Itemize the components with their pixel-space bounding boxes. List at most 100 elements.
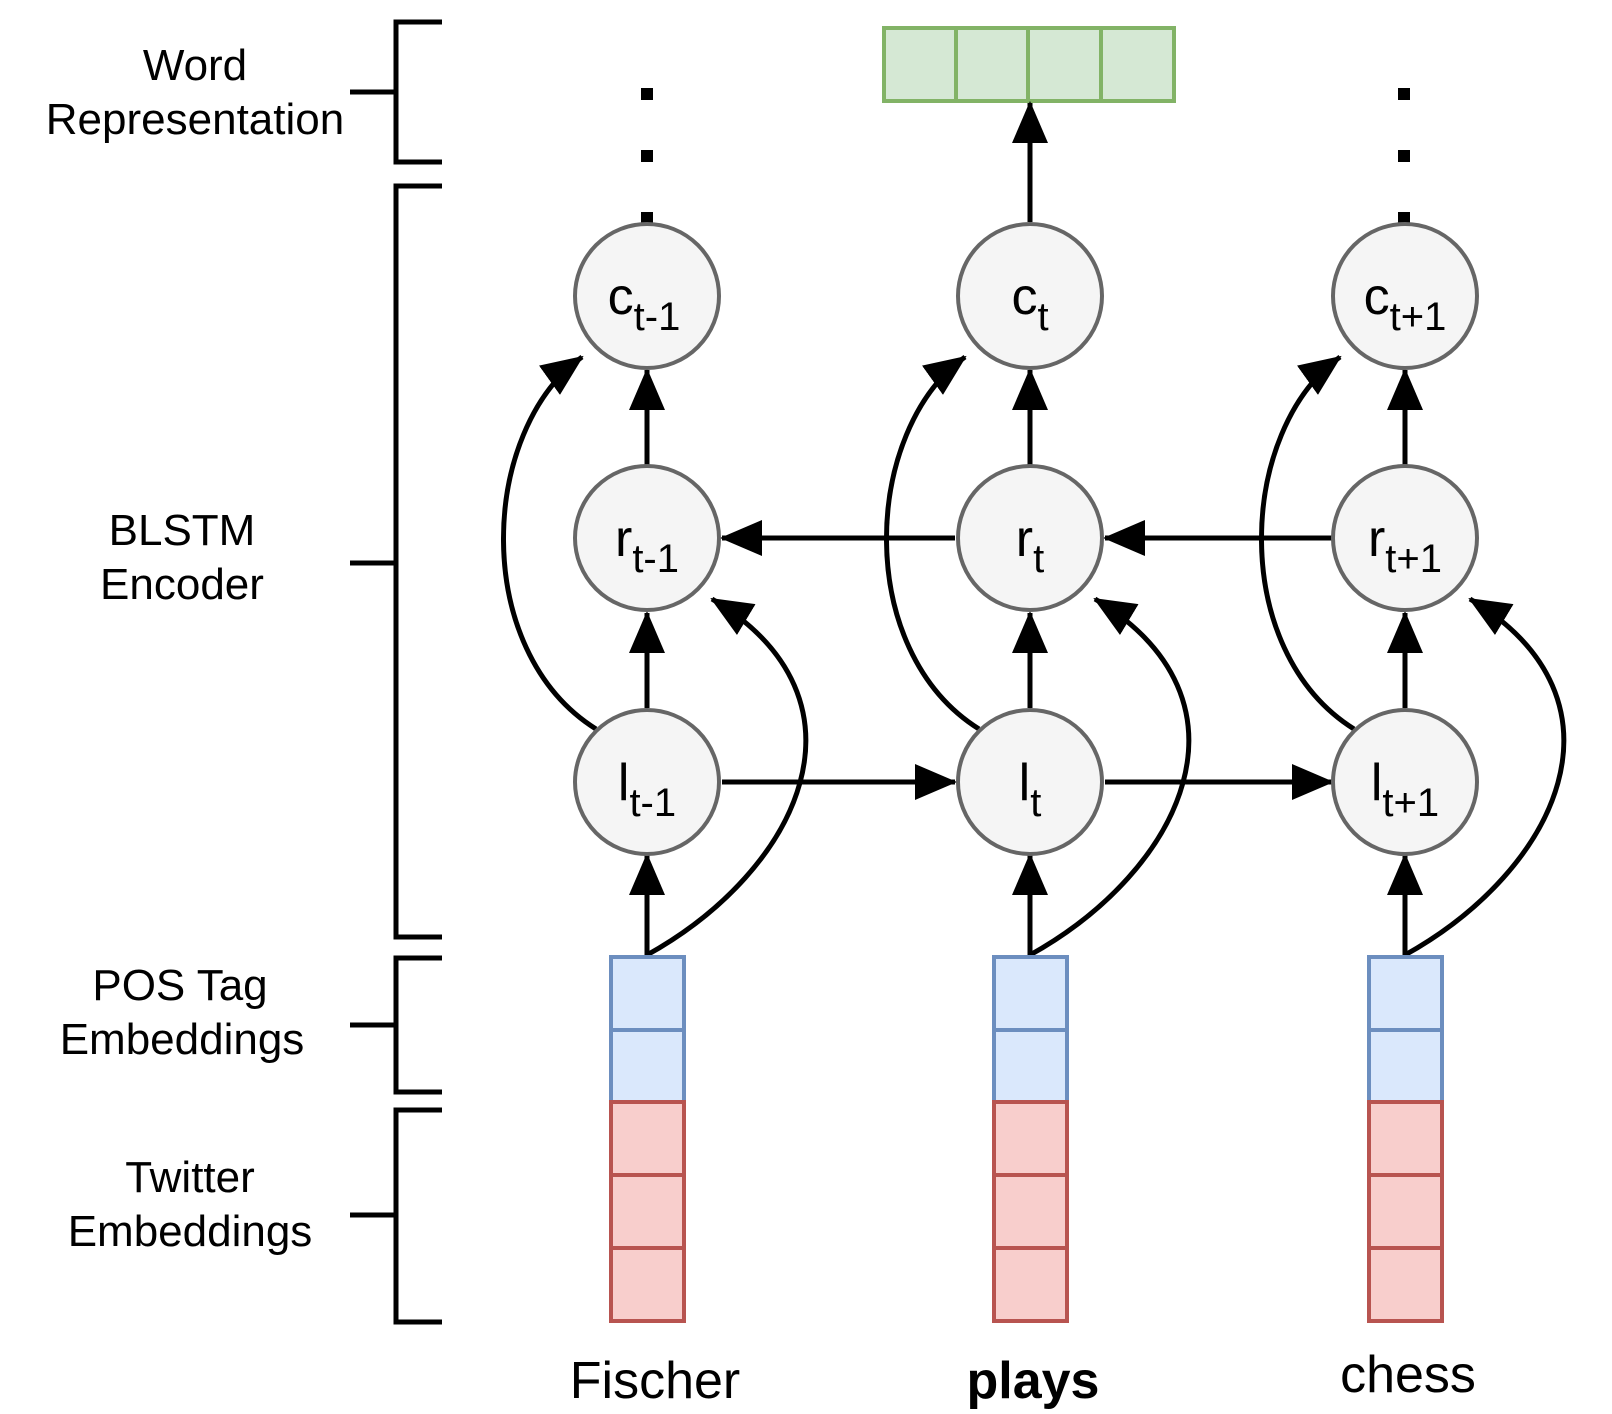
node-c-t-minus-1: ct-1 xyxy=(573,222,721,370)
node-subscript: t-1 xyxy=(629,781,676,825)
node-main: l xyxy=(1371,754,1383,812)
dot xyxy=(641,88,653,100)
svg-text:lt-1: lt-1 xyxy=(618,754,676,825)
word-representation-label-line1: Word xyxy=(143,41,247,90)
edge-l-prev-to-c-prev xyxy=(501,354,598,732)
svg-text:ct+1: ct+1 xyxy=(1364,268,1447,339)
twitter-cell xyxy=(1367,1100,1444,1177)
node-subscript: t+1 xyxy=(1390,295,1447,339)
dot xyxy=(1398,212,1410,224)
node-l-t-minus-1: lt-1 xyxy=(573,708,721,856)
node-subscript: t-1 xyxy=(634,295,681,339)
node-circle xyxy=(1331,708,1479,856)
pos-bracket xyxy=(350,955,442,1095)
node-subscript: t+1 xyxy=(1382,781,1439,825)
word-rep-cell xyxy=(1026,26,1103,103)
twitter-cell xyxy=(1367,1246,1444,1323)
twitter-cell xyxy=(992,1246,1069,1323)
word-representation-vector xyxy=(882,26,1176,103)
node-main: l xyxy=(618,754,630,812)
edge-in-cur-to-r-cur xyxy=(1028,596,1192,958)
node-subscript: t xyxy=(1033,537,1044,581)
input-stack-chess xyxy=(1367,955,1444,1323)
word-rep-cell xyxy=(1099,26,1176,103)
node-subscript: t-1 xyxy=(632,537,679,581)
node-main: r xyxy=(1016,510,1033,568)
word-representation-label-line2: Representation xyxy=(46,95,344,144)
dot xyxy=(1398,88,1410,100)
node-main: r xyxy=(615,510,632,568)
edge-in-prev-to-r-prev xyxy=(645,596,809,958)
nodes: ct-1 ct ct+1 rt-1 rt xyxy=(573,222,1479,856)
pos-cell xyxy=(1367,1028,1444,1104)
node-c-t: ct xyxy=(956,222,1104,370)
pos-cell xyxy=(609,1028,686,1104)
svg-text:ct: ct xyxy=(1011,268,1048,339)
node-circle xyxy=(573,708,721,856)
edge-l-cur-to-c-cur xyxy=(884,354,981,732)
dot xyxy=(1398,150,1410,162)
dot xyxy=(641,212,653,224)
node-main: c xyxy=(1364,268,1390,326)
svg-text:rt-1: rt-1 xyxy=(615,510,679,581)
node-circle xyxy=(1331,222,1479,370)
node-main: l xyxy=(1019,754,1031,812)
word-rep-bracket xyxy=(350,19,442,165)
twitter-cell xyxy=(992,1100,1069,1177)
continuation-dots xyxy=(641,88,1410,224)
word-chess: chess xyxy=(1340,1346,1476,1404)
pos-tag-embeddings-label-line2: Embeddings xyxy=(60,1015,305,1064)
input-words: Fischer plays chess xyxy=(570,1346,1476,1410)
blstm-encoder-label-line1: BLSTM xyxy=(109,506,256,555)
pos-cell xyxy=(1367,955,1444,1032)
pos-cell xyxy=(609,955,686,1032)
input-stack-fischer xyxy=(609,955,686,1323)
twitter-embeddings-label-line1: Twitter xyxy=(125,1153,255,1202)
node-circle xyxy=(956,222,1104,370)
node-main: c xyxy=(608,268,634,326)
node-l-t-plus-1: lt+1 xyxy=(1331,708,1479,856)
edges xyxy=(501,101,1567,958)
svg-text:rt: rt xyxy=(1016,510,1044,581)
word-rep-cell xyxy=(954,26,1030,103)
node-r-t-minus-1: rt-1 xyxy=(573,464,721,612)
twitter-cell xyxy=(609,1246,686,1323)
node-l-t: lt xyxy=(956,708,1104,856)
dot xyxy=(641,150,653,162)
node-c-t-plus-1: ct+1 xyxy=(1331,222,1479,370)
node-circle xyxy=(573,464,721,612)
twitter-cell xyxy=(992,1173,1069,1250)
pos-tag-embeddings-label-line1: POS Tag xyxy=(92,961,267,1010)
node-circle xyxy=(1331,464,1479,612)
node-r-t: rt xyxy=(956,464,1104,612)
word-fischer: Fischer xyxy=(570,1352,740,1410)
edge-in-next-to-r-next xyxy=(1403,596,1567,958)
twitter-bracket xyxy=(350,1107,442,1325)
node-circle xyxy=(573,222,721,370)
twitter-cell xyxy=(609,1173,686,1250)
blstm-encoder-label-line2: Encoder xyxy=(100,560,264,609)
node-subscript: t xyxy=(1037,295,1048,339)
node-r-t-plus-1: rt+1 xyxy=(1331,464,1479,612)
input-stack-plays xyxy=(992,955,1069,1323)
blstm-bracket xyxy=(350,183,442,940)
pos-cell xyxy=(992,955,1069,1032)
twitter-cell xyxy=(1367,1173,1444,1250)
svg-text:ct-1: ct-1 xyxy=(608,268,681,339)
section-brackets xyxy=(350,19,442,1325)
edge-l-next-to-c-next xyxy=(1259,354,1356,732)
pos-cell xyxy=(992,1028,1069,1104)
node-main: r xyxy=(1368,510,1385,568)
node-circle xyxy=(956,464,1104,612)
svg-text:rt+1: rt+1 xyxy=(1368,510,1442,581)
word-plays: plays xyxy=(967,1352,1100,1410)
word-rep-cell xyxy=(882,26,958,103)
node-subscript: t+1 xyxy=(1385,537,1442,581)
twitter-embeddings-label-line2: Embeddings xyxy=(68,1207,313,1256)
node-main: c xyxy=(1011,268,1037,326)
svg-text:lt: lt xyxy=(1019,754,1042,825)
node-subscript: t xyxy=(1030,781,1041,825)
svg-text:lt+1: lt+1 xyxy=(1371,754,1439,825)
twitter-cell xyxy=(609,1100,686,1177)
